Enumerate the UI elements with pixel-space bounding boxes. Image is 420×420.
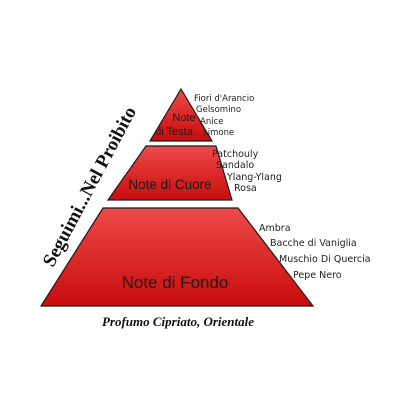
- top-tier-shape: [148, 87, 214, 142]
- middle-note: Patchouly: [212, 149, 259, 160]
- bottom-tier-label: Note di Fondo: [122, 273, 229, 292]
- middle-note: Sandalo: [216, 160, 254, 171]
- middle-note: Ylang-Ylang: [226, 172, 282, 183]
- top-note: Anice: [200, 117, 223, 127]
- middle-note: Rosa: [234, 183, 257, 194]
- top-note: Fiori d'Arancio: [194, 94, 254, 104]
- middle-tier-shape: [106, 145, 233, 201]
- bottom-note: Pepe Nero: [293, 270, 342, 281]
- middle-tier-label: Note di Cuore: [128, 177, 211, 192]
- bottom-note: Ambra: [259, 223, 291, 234]
- bottom-note: Bacche di Vaniglia: [270, 238, 357, 249]
- bottom-note: Muschio Di Quercia: [279, 254, 371, 265]
- caption: Profumo Cipriato, Orientale: [102, 314, 254, 329]
- top-tier-label-line1: Note: [172, 112, 195, 124]
- top-note: Gelsomino: [196, 105, 241, 115]
- bottom-tier-shape: [39, 207, 315, 307]
- top-tier-label-line2: di Testa: [155, 126, 194, 138]
- top-note: Limone: [203, 128, 234, 138]
